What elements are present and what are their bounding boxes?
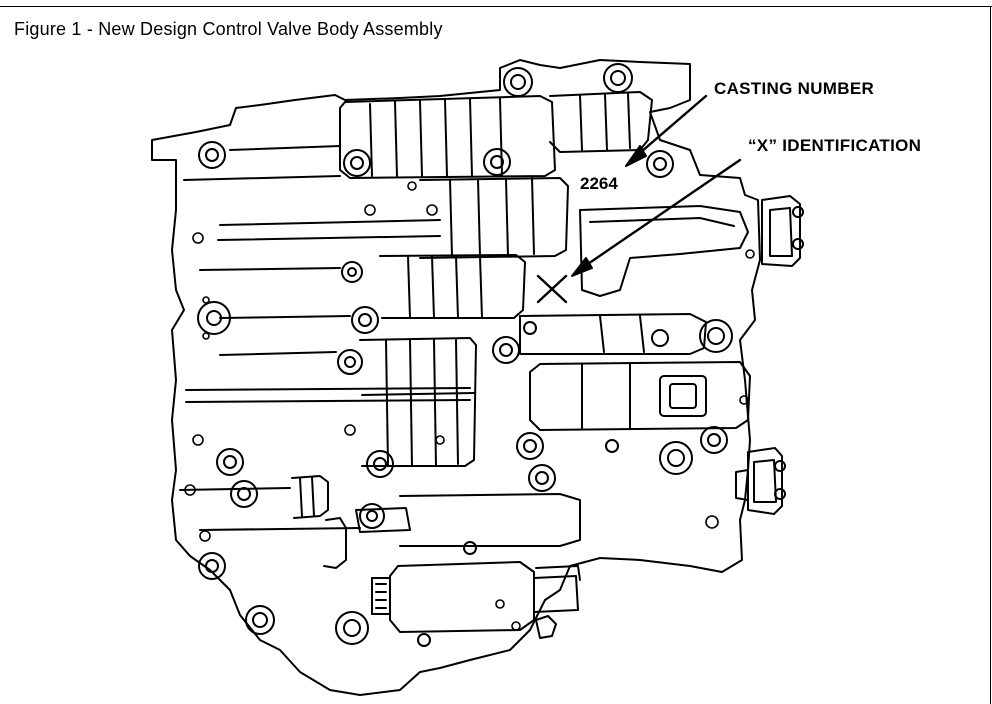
bolt-bosses xyxy=(197,63,733,647)
small-ports xyxy=(184,181,755,631)
passage-lines xyxy=(179,145,471,531)
bore-upper-right xyxy=(549,91,653,153)
top-border-rule xyxy=(0,6,992,7)
link-arm-lower xyxy=(355,493,581,547)
bore-fourth-row xyxy=(359,337,477,467)
solenoid-lower-right xyxy=(735,447,786,515)
link-arm-upper xyxy=(519,313,707,355)
right-border-rule xyxy=(990,6,991,704)
bore-third-row xyxy=(379,254,526,319)
plunger-left-lower xyxy=(291,475,329,519)
figure-caption: Figure 1 - New Design Control Valve Body… xyxy=(14,19,443,39)
actuator-right-middle xyxy=(529,361,751,431)
solenoid-top-right xyxy=(761,195,804,267)
plunger-left-mid xyxy=(323,517,347,569)
casting-number-leader xyxy=(625,94,708,167)
casting-number-label: CASTING NUMBER xyxy=(714,79,875,98)
bottom-solenoid-valve xyxy=(371,561,581,639)
casting-number-value: 2264 xyxy=(580,174,618,193)
right-pocket xyxy=(579,205,749,297)
x-identification-leader xyxy=(571,158,742,277)
x-identification-mark xyxy=(536,274,568,304)
x-identification-label: “X” IDENTIFICATION xyxy=(748,136,922,155)
bore-second-row xyxy=(419,177,569,259)
bore-upper-left xyxy=(339,95,556,179)
